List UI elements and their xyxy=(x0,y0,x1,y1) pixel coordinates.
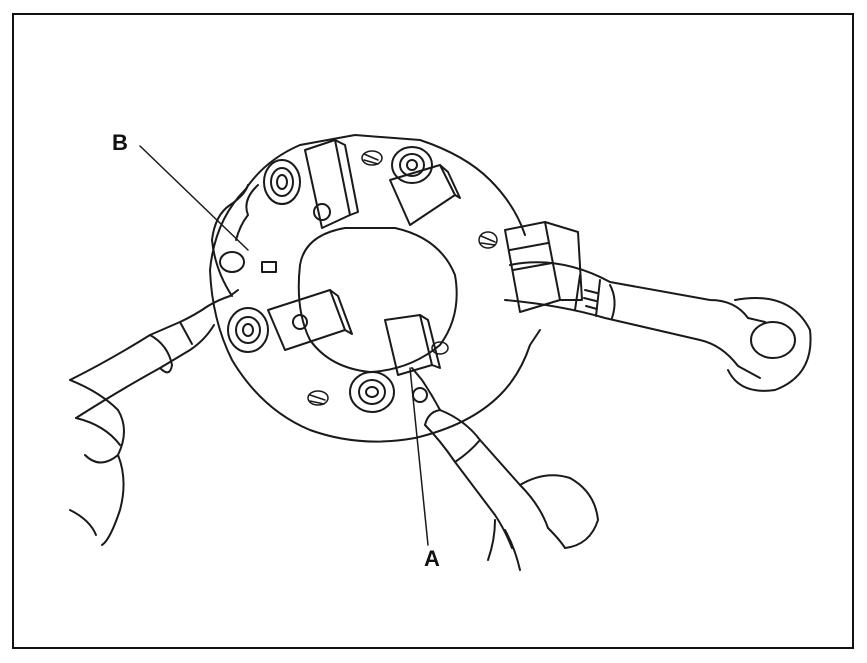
brush-top-right xyxy=(389,164,461,226)
side-brush-box xyxy=(504,221,583,313)
left-hand xyxy=(69,379,125,546)
ring-terminal xyxy=(727,297,812,392)
leader-line-b xyxy=(139,145,249,251)
brush-lower-left xyxy=(267,289,353,351)
spring-top-left xyxy=(263,159,301,205)
test-lead-wire xyxy=(211,184,249,297)
brush-bottom xyxy=(384,314,441,376)
braided-lead-marks xyxy=(307,150,498,406)
terminal-lead xyxy=(504,261,766,379)
spring-top-right xyxy=(391,146,433,184)
spring-lower-left xyxy=(227,307,269,353)
callout-a: A xyxy=(424,546,440,571)
illustration-frame xyxy=(12,13,854,649)
left-tester-probe xyxy=(69,289,239,419)
brush-top-left xyxy=(304,139,359,229)
right-hand xyxy=(487,474,599,571)
callout-b: B xyxy=(112,130,128,155)
right-tester-probe xyxy=(411,367,549,549)
spring-bottom xyxy=(349,371,395,413)
leader-line-a xyxy=(409,367,429,546)
